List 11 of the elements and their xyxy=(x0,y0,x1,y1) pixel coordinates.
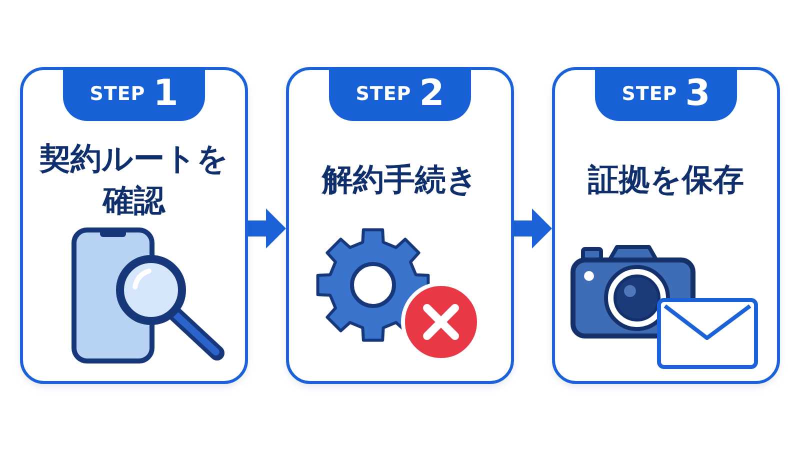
step-card xyxy=(20,67,248,384)
arrow xyxy=(514,208,552,248)
arrow xyxy=(248,208,286,248)
step-title: 証拠を保存 xyxy=(586,161,745,200)
step-card xyxy=(552,67,780,384)
step-tab: STEP 2 xyxy=(329,67,471,121)
step-tab: STEP 1 xyxy=(63,67,205,121)
step-card xyxy=(286,67,514,384)
step-tab: STEP 3 xyxy=(595,67,737,121)
step-title: 解約手続き xyxy=(320,161,479,200)
step-title: 契約ルートを確認 xyxy=(38,140,230,221)
